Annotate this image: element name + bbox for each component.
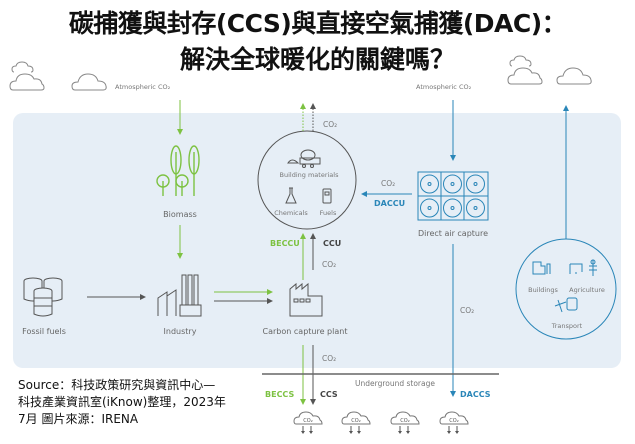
fossil-fuels-label: Fossil fuels [22,327,66,336]
storage-cloud-1: CO₂ [293,411,323,434]
beccu-tag: BECCU [270,239,300,248]
direct-air-capture-fans-icon [417,171,489,221]
cement-truck-icon [287,149,321,168]
direct-air-capture-label: Direct air capture [418,229,488,238]
ccs-tag: CCS [320,390,338,399]
storage-cloud-co2-label: CO₂ [351,418,360,424]
storage-cloud-4: CO₂ [439,411,469,434]
source-line-3: 7月 圖片來源：IRENA [18,412,139,426]
storage-cloud-co2-label: CO₂ [449,418,458,424]
ccu-tag: CCU [323,239,341,248]
storage-cloud-co2-label: CO₂ [303,418,312,424]
carbon-capture-plant-icon [289,282,323,317]
co2-label-dac-down: CO₂ [460,306,474,315]
buildings-label: Buildings [528,286,558,294]
cloud-icon-top-right-2 [556,67,592,85]
co2-label-plant-up: CO₂ [322,260,336,269]
fossil-fuels-barrels-icon [23,277,63,317]
atmospheric-co2-right-label: Atmospheric CO₂ [416,83,472,91]
chemicals-label: Chemicals [274,209,308,217]
fuels-label: Fuels [320,209,337,217]
atmospheric-co2-left-label: Atmospheric CO₂ [115,83,171,91]
source-caption: Source：科技政策研究與資訊中心— 科技產業資訊室(iKnow)整理，202… [18,377,258,428]
daccu-tag: DACCU [374,199,405,208]
co2-label-dac: CO₂ [381,179,395,188]
title-line-1: 碳捕獲與封存(CCS)與直接空氣捕獲(DAC)： [68,9,567,38]
industry-label: Industry [164,327,197,336]
building-materials-label: Building materials [280,171,340,179]
fuels-pump-icon [322,188,332,204]
biomass-label: Biomass [163,210,197,219]
cloud-icon-top-left [9,61,45,91]
co2-label-top: CO₂ [323,120,337,129]
storage-cloud-3: CO₂ [390,411,420,434]
title-line-2: 解決全球暖化的關鍵嗎？ [179,45,455,74]
daccs-tag: DACCS [460,390,491,399]
cloud-icon-top-left-2 [71,73,107,91]
source-line-1: Source：科技政策研究與資訊中心— [18,378,216,392]
underground-storage-label: Underground storage [355,379,435,388]
agriculture-icon [569,259,597,276]
industry-factory-icon [157,274,202,317]
storage-cloud-2: CO₂ [341,411,371,434]
agriculture-label: Agriculture [569,286,605,294]
transport-label: Transport [551,322,583,330]
beccs-tag: BECCS [265,390,294,399]
storage-cloud-co2-label: CO₂ [400,418,409,424]
buildings-icon [532,261,551,275]
utilisation-circle [257,130,357,230]
chemicals-flask-icon [285,187,297,204]
diagram-panel [13,113,621,368]
source-line-2: 科技產業資訊室(iKnow)整理，2023年 [18,395,226,409]
transport-icon [554,297,578,313]
cloud-icon-top-right [507,55,543,85]
co2-label-plant-down: CO₂ [322,354,336,363]
biomass-trees-icon [156,145,200,196]
carbon-capture-plant-label: Carbon capture plant [263,327,348,336]
